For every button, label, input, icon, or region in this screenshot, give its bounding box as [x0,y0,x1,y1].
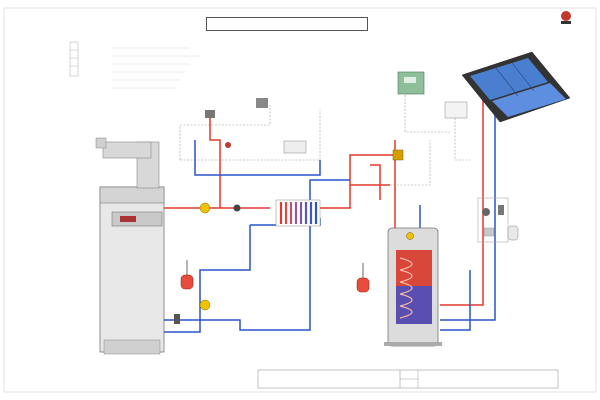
expansion-vessel-right [356,263,370,293]
boiler-display [120,216,136,222]
brand-logo [561,11,571,24]
diagram-title [206,17,368,31]
boiler-circuit-fittings [174,98,268,324]
solar-controller [397,71,425,95]
control-wires [179,95,470,186]
solar-pump-station [477,197,509,243]
radiator [275,199,321,227]
title-block [257,369,559,389]
boiler-control-panel [111,211,163,227]
diverter-valve [392,149,404,161]
legend [69,41,200,89]
hot-water-cylinder [384,227,442,347]
sheet-border [3,7,597,393]
solar-collectors [461,51,571,123]
flue-pipe [95,137,160,189]
expansion-vessel-left [180,260,194,290]
solar-relay-box [444,101,468,119]
hot-pipes [164,75,484,306]
solar-expansion-vessel [507,225,519,241]
room-thermostat [283,140,307,154]
boiler [99,186,165,355]
